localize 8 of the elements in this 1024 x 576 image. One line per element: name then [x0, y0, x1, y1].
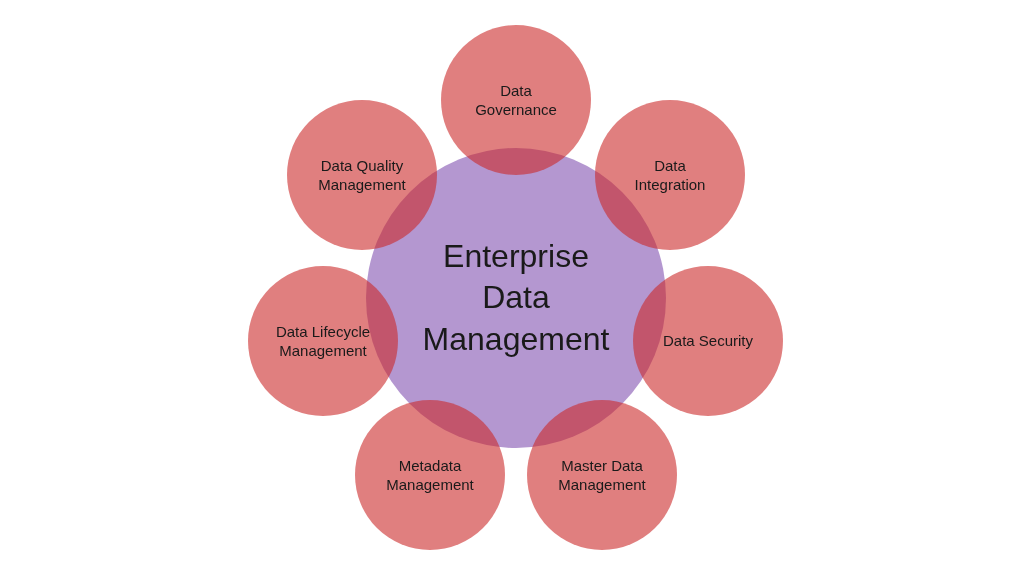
topic-label: Data Governance [474, 80, 558, 120]
topic-label: Metadata Management [385, 455, 475, 495]
topic-label: Master Data Management [557, 455, 647, 495]
center-title: Enterprise Data Management [421, 236, 611, 359]
topic-label: Data Integration [633, 155, 707, 195]
topic-label: Data Lifecycle Management [274, 321, 372, 361]
topic-label: Data Quality Management [317, 155, 407, 195]
topic-label: Data Security [662, 331, 753, 351]
